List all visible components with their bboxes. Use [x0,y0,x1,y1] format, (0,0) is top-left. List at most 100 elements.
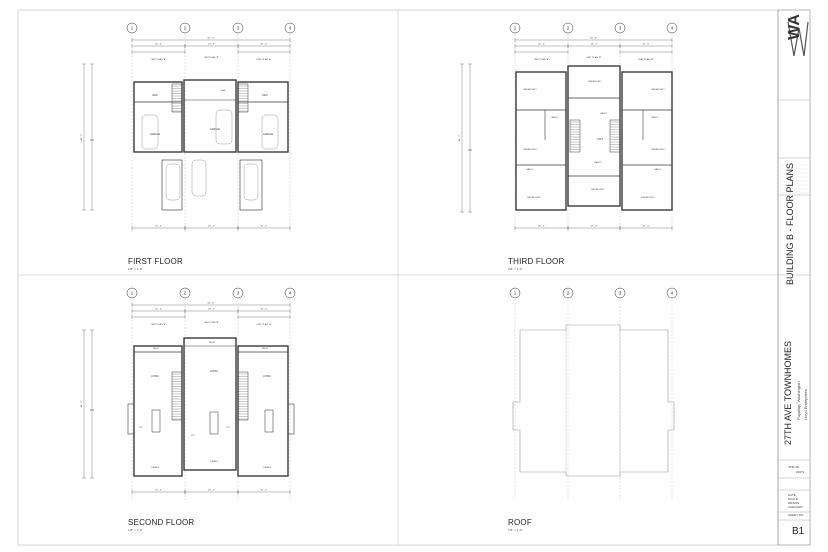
room-label-bedroom: BEDROOM 1 [523,89,537,91]
gridline-bubble [614,287,626,299]
job-no-value: 20071 [796,470,805,474]
dimension-text: 24' - 0" [208,490,215,492]
third-floor-title: THIRD FLOOR [508,257,565,266]
driveway [161,159,183,211]
gridline-bubble [179,287,191,299]
bay-window [287,403,295,435]
dimension-text: 20' - 0" [538,226,545,228]
sheet-title: BUILDING B - FLOOR PLANS [785,162,795,285]
stair [171,371,183,421]
room-label-bedroom: BEDROOM 2 [591,189,605,191]
third-floor-scale: 1/8" = 1'-0" [508,267,523,271]
project-location: Puyallup, Washington [796,381,801,420]
dimension-text: 24' - 0" [208,309,215,311]
job-no-label: JOB NO. [788,465,801,469]
gridline-label: 3 [237,26,240,31]
dimension-text: 20' - 0" [155,44,162,46]
unit-label: UNIT PLAN "A" [151,323,166,326]
unit-a-walls [515,71,567,211]
room-label-bath: BATH 1 [652,116,660,119]
dimension-text: 20' - 0" [261,309,268,311]
unit-label: UNIT PLAN "B" [586,56,601,59]
gridline-label: 1 [514,26,517,31]
second-floor-scale: 1/8" = 1'-0" [128,528,143,532]
room-label-bedroom: BEDROOM 1 [651,89,665,91]
gridline-label: 4 [671,26,674,31]
room-label-bedroom: BEDROOM 3 [527,197,541,199]
room-label-bath: BATH 1 [601,112,609,115]
gridline-bubble [232,287,244,299]
unit-c-walls [237,81,289,153]
dimension-text: 24' - 0" [208,226,215,228]
gridline-label: 4 [289,291,292,296]
unit-label: UNIT PLAN "A" [151,58,166,61]
unit-label: UNIT PLAN "A" [256,58,271,61]
unit-label: UNIT PLAN "A" [534,58,549,61]
room-label-bath: BATH 2 [527,168,535,171]
first-floor-scale: 1/8" = 1'-0" [128,267,143,271]
room-label-deck: DECK [262,348,269,350]
room-label-den: DEN [262,94,267,97]
unit-a-walls [133,345,183,477]
bay-window [127,403,135,435]
gridline-label: 2 [567,291,570,296]
room-label-bath: BATH 2 [655,168,663,171]
unit-a-walls [133,81,183,153]
gridline-bubble [666,22,678,34]
dimension-text: 20' - 0" [643,44,650,46]
gridline-bubble [179,22,191,34]
dimension-text: 84' - 0" [208,303,215,305]
room-label-kitchen: KIT [226,427,230,429]
room-label-living: LIVING [263,375,271,378]
room-label-living: LIVING [151,375,159,378]
dimension-text: 24' - 0" [591,226,598,228]
unit-label: UNIT PLAN "A" [256,323,271,326]
unit-label: UNIT PLAN "B" [204,56,219,59]
firm-logo-stroke [787,21,795,57]
car-outline [191,159,207,197]
room-label-kitchen: KIT [139,427,143,429]
stair [237,83,249,113]
gridline-label: 2 [567,26,570,31]
gridline-bubble [562,22,574,34]
car-outline [243,163,259,201]
room-label-bedroom: BEDROOM 3 [641,197,655,199]
room-label-garage: GARAGE [263,133,274,136]
room-label-dining: DINING [151,467,159,469]
roof-title: ROOF [508,518,532,527]
stair [237,371,249,421]
stair [569,119,581,153]
checked-label: CHECKED [788,505,803,509]
room-label-bedroom: BEDROOM 1 [588,81,602,83]
gridline-label: 2 [184,26,187,31]
roof-outline [512,324,675,477]
stair [171,83,183,113]
room-label-dining: DINING [210,461,218,463]
gridline-bubble [666,287,678,299]
room-label-garage: GARAGE [210,128,221,131]
stair [609,119,621,153]
second-floor-title: SECOND FLOOR [128,518,195,527]
gridline-label: 2 [184,291,187,296]
dimension-text: 20' - 0" [261,490,268,492]
room-label-den: DEN [221,90,226,92]
dimension-text: 20' - 0" [643,226,650,228]
gridline-bubble [509,287,521,299]
title-block [777,9,811,546]
sheet-no-label: SHEET NO. [788,513,805,517]
unit-c-walls [237,345,289,477]
date-label: DATE [788,493,796,497]
firm-logo-stroke [793,27,800,57]
dimension-text: 20' - 0" [261,44,268,46]
car-outline [141,114,159,150]
dimension-text: 48' - 0" [81,133,83,140]
dimension-text: 20' - 0" [261,226,268,228]
room-label-bath: BATH 2 [595,161,603,164]
firm-logo-stroke [803,21,809,57]
gridline-bubble [232,22,244,34]
gridline-bubble [562,287,574,299]
car-outline [261,114,279,150]
room-label-den: DEN [152,94,157,97]
gridline-bubble [614,22,626,34]
room-label-loft: LOFT [597,138,604,141]
